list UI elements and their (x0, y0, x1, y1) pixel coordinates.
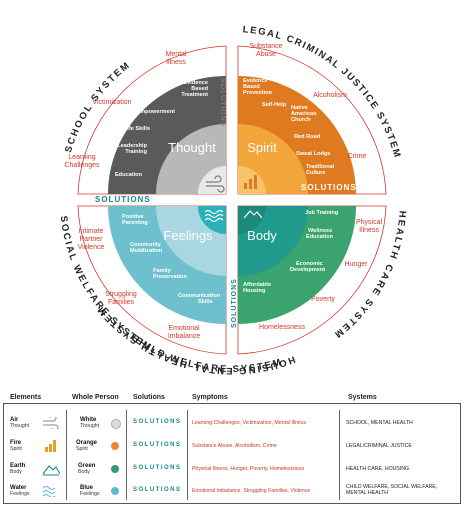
legend-header-elements: Elements (10, 394, 42, 401)
solution-spirit-3: Red Road (294, 134, 321, 140)
symptom-spirit-2: Crime (348, 153, 367, 160)
water-icon (204, 209, 224, 223)
fire-icon (244, 175, 257, 189)
legend-header-whole-person: Whole Person (72, 394, 119, 401)
title-thought: Thought (168, 140, 216, 155)
legend-header-systems: Systems (348, 394, 377, 401)
title-feelings: Feelings (163, 228, 213, 243)
solution-spirit-1: Self-Help (262, 102, 287, 108)
solutions-label-top: SOLUTIONS (219, 78, 226, 127)
solutions-label-right: SOLUTIONS (301, 183, 357, 192)
solutions-label-bottom: SOLUTIONS (231, 278, 238, 328)
solutions-label-left: SOLUTIONS (95, 195, 151, 204)
orange-dot (111, 442, 119, 450)
symptom-outlines (77, 45, 387, 355)
solution-body-0: Job Training (305, 210, 339, 216)
center-water (198, 206, 226, 234)
title-spirit: Spirit (247, 140, 277, 155)
system-child-welfare: CHILD WELFARE SYSTEM (129, 333, 284, 375)
center-earth (238, 206, 266, 234)
legend-header-symptoms: Symptoms (192, 394, 228, 401)
symptom-thought-1: Victimization (92, 99, 131, 106)
wheel-svg: SCHOOL SYSTEM LEGAL CRIMINAL JUSTICE SYS… (24, 24, 408, 437)
blue-dot (111, 487, 119, 495)
symptom-spirit-1: Alcoholism (313, 92, 347, 99)
solution-thought-2: Life Skills (124, 126, 150, 132)
center-air (198, 166, 226, 194)
solution-spirit-4: Sweat Lodge (296, 151, 331, 157)
title-body: Body (247, 228, 277, 243)
white-dot (111, 419, 121, 429)
green-dot (111, 465, 119, 473)
water-icon (42, 486, 56, 497)
wind-icon (206, 175, 225, 193)
symptom-body-3: Homelessness (259, 324, 305, 331)
fire-icon (45, 440, 56, 452)
wind-icon (43, 417, 59, 429)
solution-thought-4: Education (115, 172, 143, 178)
mountain-icon (243, 210, 263, 219)
legend-table: Elements Whole Person Solutions Symptoms… (3, 394, 461, 504)
mountain-icon (42, 465, 60, 476)
legend-header-solutions: Solutions (133, 394, 165, 401)
symptom-body-1: Hunger (345, 261, 369, 268)
solution-thought-1: Empowerment (136, 109, 175, 115)
symptom-body-2: Poverty (311, 296, 335, 303)
